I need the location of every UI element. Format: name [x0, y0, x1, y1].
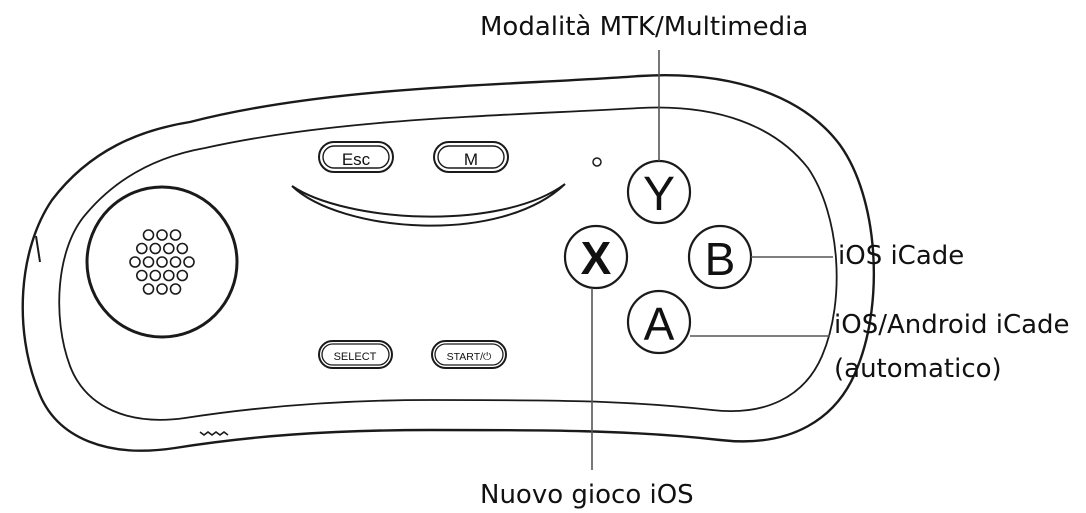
- grip-dot: [142, 229, 155, 241]
- grip-dot: [169, 229, 182, 241]
- callout-x-new-ios-game: Nuovo gioco iOS: [480, 480, 694, 510]
- grip-dot: [176, 269, 189, 282]
- callout-a-automatic: (automatico): [834, 354, 1002, 384]
- grip-dot: [156, 229, 168, 241]
- select-label: SELECT: [334, 351, 377, 363]
- y-label: Y: [643, 168, 675, 221]
- led-indicator: [592, 157, 602, 167]
- grip-dot: [169, 283, 182, 295]
- grip-dot: [169, 256, 182, 268]
- callout-a-ios-android-icade: iOS/Android iCade: [834, 310, 1070, 340]
- a-button[interactable]: A: [626, 289, 692, 355]
- start-label: START/⏻: [447, 351, 492, 363]
- grip-dot: [176, 242, 189, 255]
- joystick-grip-dots: [129, 229, 195, 295]
- start-power-button[interactable]: START/⏻: [431, 340, 507, 369]
- a-label: A: [644, 298, 675, 350]
- center-arc-decoration: [291, 183, 566, 227]
- grip-dot: [136, 269, 148, 282]
- b-button[interactable]: B: [687, 224, 753, 290]
- grip-dot: [149, 242, 162, 255]
- m-label: M: [464, 150, 478, 169]
- b-label: B: [705, 233, 736, 285]
- esc-button[interactable]: Esc: [318, 141, 394, 173]
- m-button[interactable]: M: [433, 141, 509, 173]
- joystick[interactable]: [85, 185, 239, 339]
- grip-dot: [163, 269, 175, 282]
- y-button[interactable]: Y: [626, 159, 692, 225]
- esc-label: Esc: [342, 150, 371, 169]
- controller-body-outline: [21, 74, 875, 452]
- grip-dot: [163, 242, 175, 255]
- bottom-texture: [199, 431, 229, 436]
- callout-y-mode: Modalità MTK/Multimedia: [480, 12, 808, 42]
- grip-dot: [149, 269, 162, 282]
- grip-dot: [183, 256, 195, 268]
- side-notch: [35, 235, 41, 263]
- callout-b-ios-icade: iOS iCade: [838, 241, 964, 271]
- grip-dot: [142, 256, 155, 268]
- grip-dot: [136, 242, 148, 255]
- grip-dot: [156, 283, 168, 295]
- grip-dot: [129, 256, 141, 268]
- select-button[interactable]: SELECT: [318, 340, 393, 369]
- grip-dot: [142, 283, 155, 295]
- x-button[interactable]: X: [563, 224, 629, 290]
- grip-dot: [156, 256, 168, 268]
- x-label: X: [581, 232, 612, 284]
